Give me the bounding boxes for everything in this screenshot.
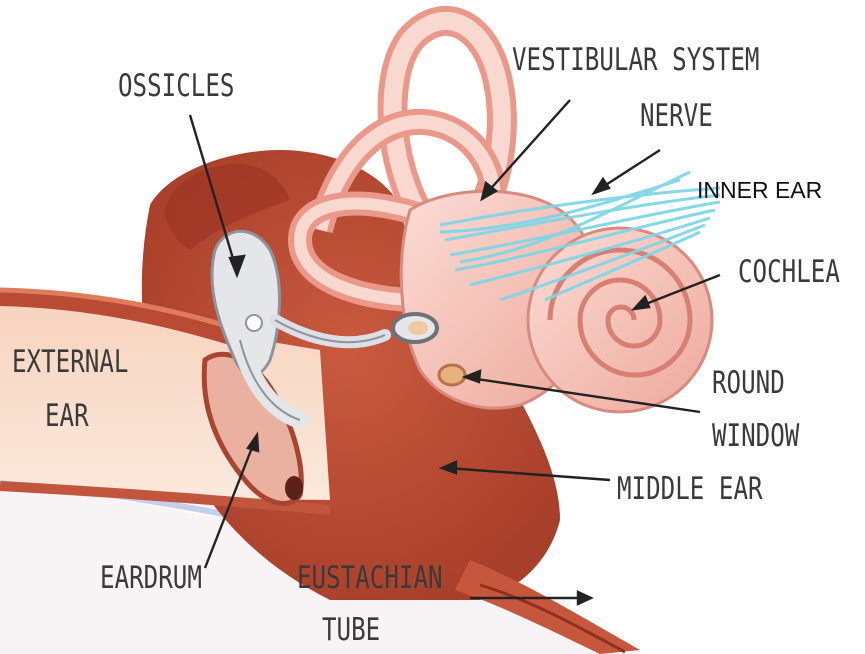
eardrum-shadow [285, 476, 303, 500]
label-round-window-line2: WINDOW [712, 418, 799, 455]
label-external-ear-line1: EXTERNAL [12, 344, 128, 381]
cochlea [528, 228, 712, 412]
label-round-window-line1: ROUND [712, 365, 785, 402]
arrow-nerve [594, 150, 660, 193]
label-cochlea: COCHLEA [738, 254, 840, 291]
label-inner-ear: INNER EAR [697, 177, 822, 204]
label-ossicles: OSSICLES [118, 68, 234, 105]
label-external-ear-line2: EAR [45, 398, 89, 435]
label-vestibular-system: VESTIBULAR SYSTEM [512, 42, 759, 79]
label-middle-ear: MIDDLE EAR [617, 471, 763, 508]
round-window [439, 365, 465, 385]
label-eustachian-tube-line2: TUBE [322, 612, 380, 649]
label-nerve: NERVE [640, 98, 713, 135]
label-eardrum: EARDRUM [100, 560, 202, 597]
label-eustachian-tube-line1: EUSTACHIAN [297, 560, 443, 597]
